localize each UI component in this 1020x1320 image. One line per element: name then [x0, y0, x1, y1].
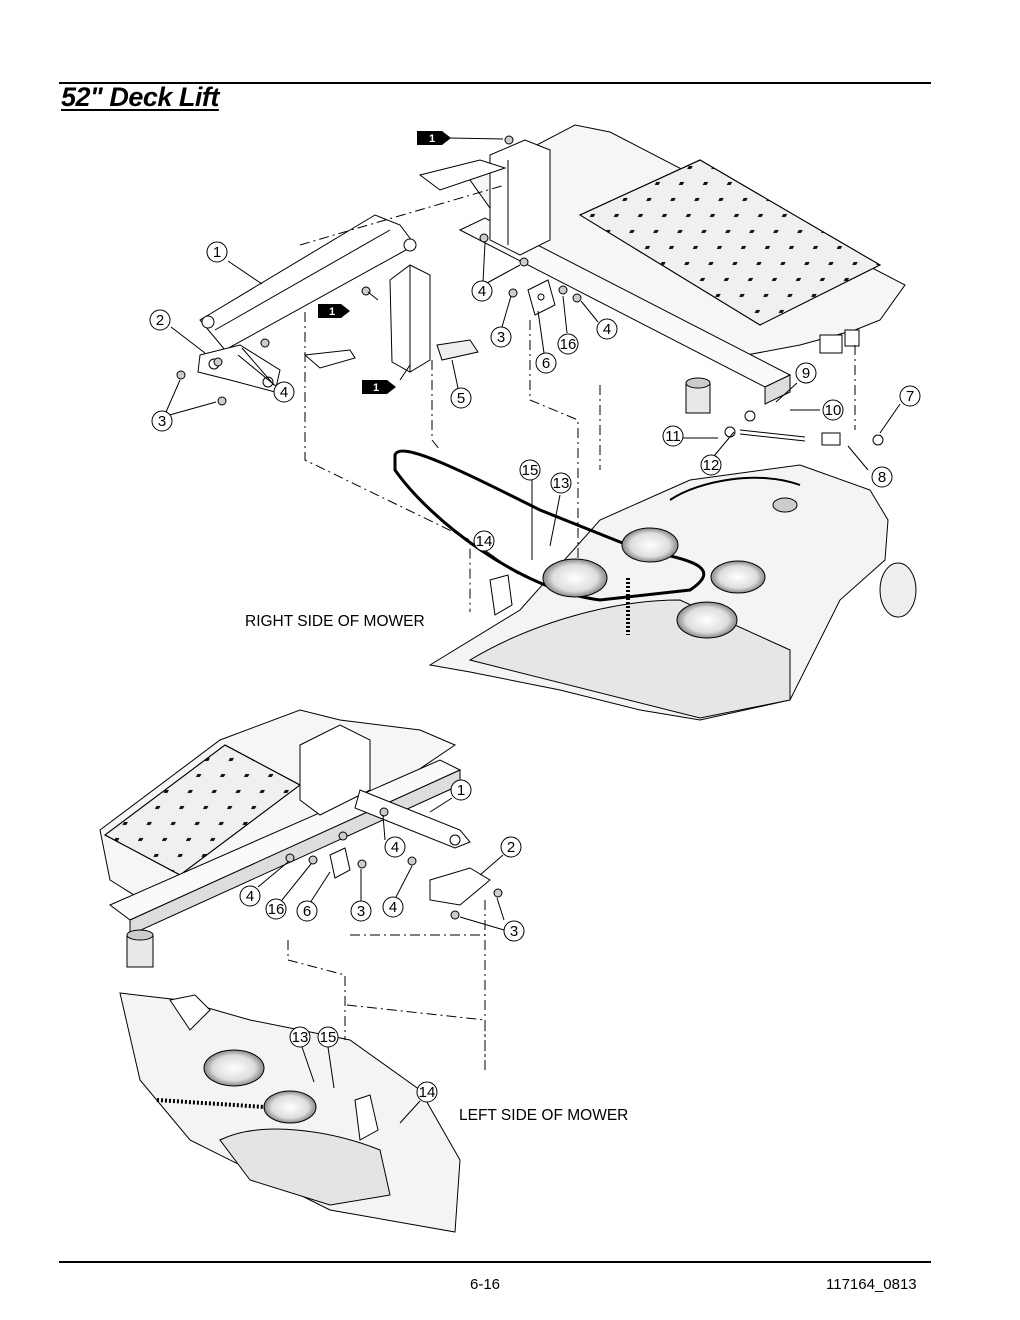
lift-handle-bracket [389, 264, 479, 373]
callout-6: 6 [303, 903, 311, 920]
lift-arm-1 [199, 214, 417, 369]
flag-labels: 1 1 1 [329, 133, 435, 394]
flag-label: 1 [373, 382, 379, 394]
callout-12: 12 [703, 457, 720, 474]
callout-4: 4 [280, 384, 288, 401]
callout-4: 4 [389, 899, 397, 916]
callout-13: 13 [292, 1029, 309, 1046]
upper-frame [418, 124, 906, 414]
page-number: 6-16 [470, 1276, 501, 1293]
page-title: 52" Deck Lift [61, 82, 219, 112]
callout-8: 8 [878, 469, 886, 486]
flag-label: 1 [329, 306, 335, 318]
callout-4: 4 [391, 839, 399, 856]
spacer-bracket-6 [527, 279, 556, 316]
callout-15: 15 [522, 462, 539, 479]
document-code: 117164_0813 [826, 1276, 917, 1293]
alignment-lines-upper [299, 184, 856, 612]
callout-16: 16 [268, 901, 285, 918]
callout-3: 3 [158, 413, 166, 430]
callout-4: 4 [246, 888, 254, 905]
callout-6: 6 [542, 355, 550, 372]
pivot-plate-2 [197, 344, 281, 393]
header-rule [59, 82, 931, 84]
flag-indicators [318, 131, 451, 394]
callouts-upper [149, 241, 921, 552]
callout-15: 15 [320, 1029, 337, 1046]
right-side-caption: RIGHT SIDE OF MOWER [245, 613, 425, 630]
footer-rule [59, 1261, 931, 1263]
left-side-caption: LEFT SIDE OF MOWER [459, 1107, 629, 1124]
callout-numbers-lower: 1 2 4 4 16 6 3 4 3 13 15 14 [246, 782, 518, 1101]
callout-3: 3 [357, 903, 365, 920]
callout-3: 3 [497, 329, 505, 346]
callout-numbers-upper: 1 2 3 4 4 3 6 16 4 5 9 10 7 11 12 8 15 1… [156, 244, 914, 550]
alignment-lines-lower [287, 900, 486, 1070]
flag-label: 1 [429, 133, 435, 145]
callouts-lower [239, 779, 525, 1103]
callout-1: 1 [457, 782, 465, 799]
callout-14: 14 [419, 1084, 436, 1101]
hardware-upper [176, 135, 582, 406]
leader-lines-upper [165, 137, 901, 575]
callout-10: 10 [825, 402, 842, 419]
callout-1: 1 [213, 244, 221, 261]
callout-13: 13 [553, 475, 570, 492]
hardware-lower [285, 807, 503, 920]
lower-frame [99, 709, 462, 968]
callout-4: 4 [603, 321, 611, 338]
callout-9: 9 [802, 365, 810, 382]
callout-11: 11 [665, 428, 681, 445]
callout-2: 2 [507, 839, 515, 856]
rod-assembly [724, 410, 884, 446]
mower-deck-left [119, 992, 461, 1233]
callout-3: 3 [510, 923, 518, 940]
callout-4: 4 [478, 283, 486, 300]
callout-7: 7 [906, 388, 914, 405]
leader-lines-lower [257, 797, 505, 1124]
mower-deck-right [393, 449, 917, 721]
callout-16: 16 [560, 336, 577, 353]
callout-2: 2 [156, 312, 164, 329]
callout-5: 5 [457, 390, 465, 407]
callout-14: 14 [476, 533, 493, 550]
lift-arm-lower [354, 789, 491, 906]
